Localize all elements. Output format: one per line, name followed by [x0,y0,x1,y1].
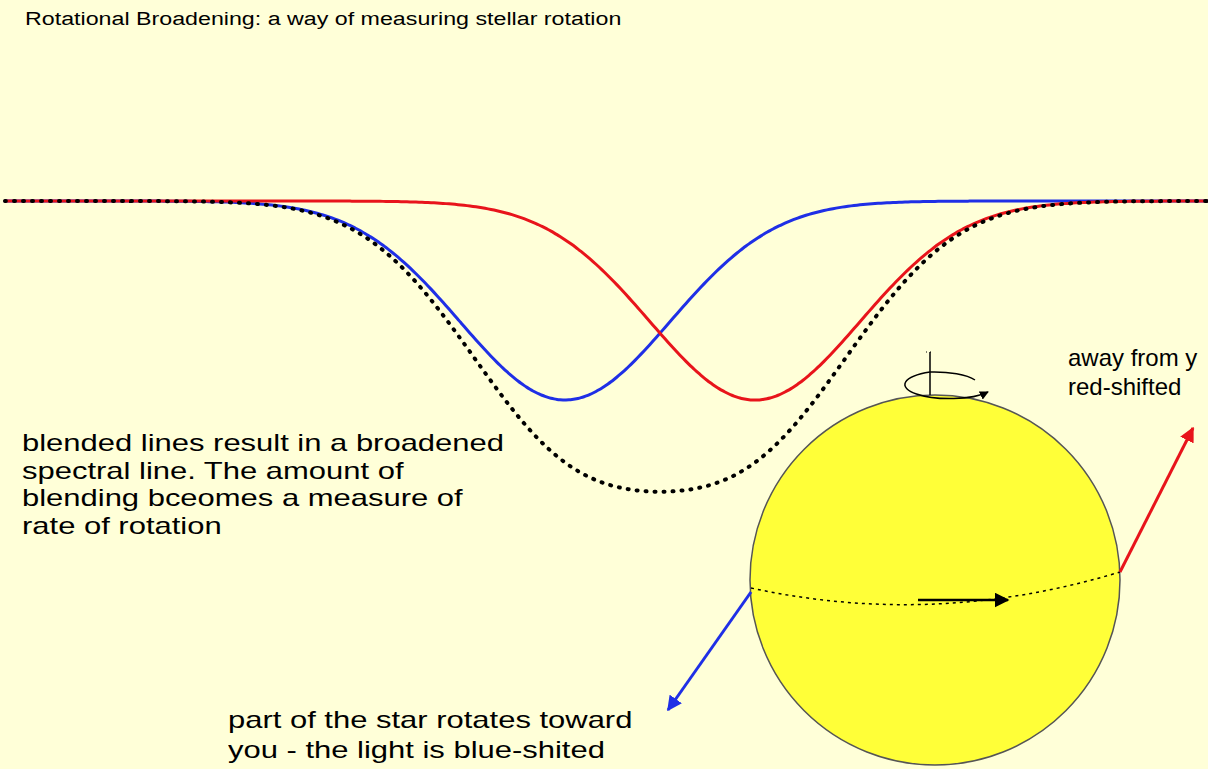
spin-ellipse [930,372,975,380]
blueshift-note: part of the star rotates toward you - th… [228,705,660,765]
spin-ellipse [905,372,988,399]
equator-line [751,572,1120,605]
rotation-axis [929,352,931,395]
blueshifted-line [5,201,1208,400]
rotation-arrow [918,599,1008,602]
explanation-note: blended lines result in a broadened spec… [22,429,513,539]
axis-tick [926,352,934,353]
star-sphere [750,395,1120,765]
redshift-arrow [1120,428,1193,572]
blueshift-arrow [668,592,751,710]
title: Rotational Broadening: a way of measurin… [25,8,621,30]
redshifted-line [5,201,1208,400]
redshift-note: away from y red-shifted [1068,343,1203,401]
